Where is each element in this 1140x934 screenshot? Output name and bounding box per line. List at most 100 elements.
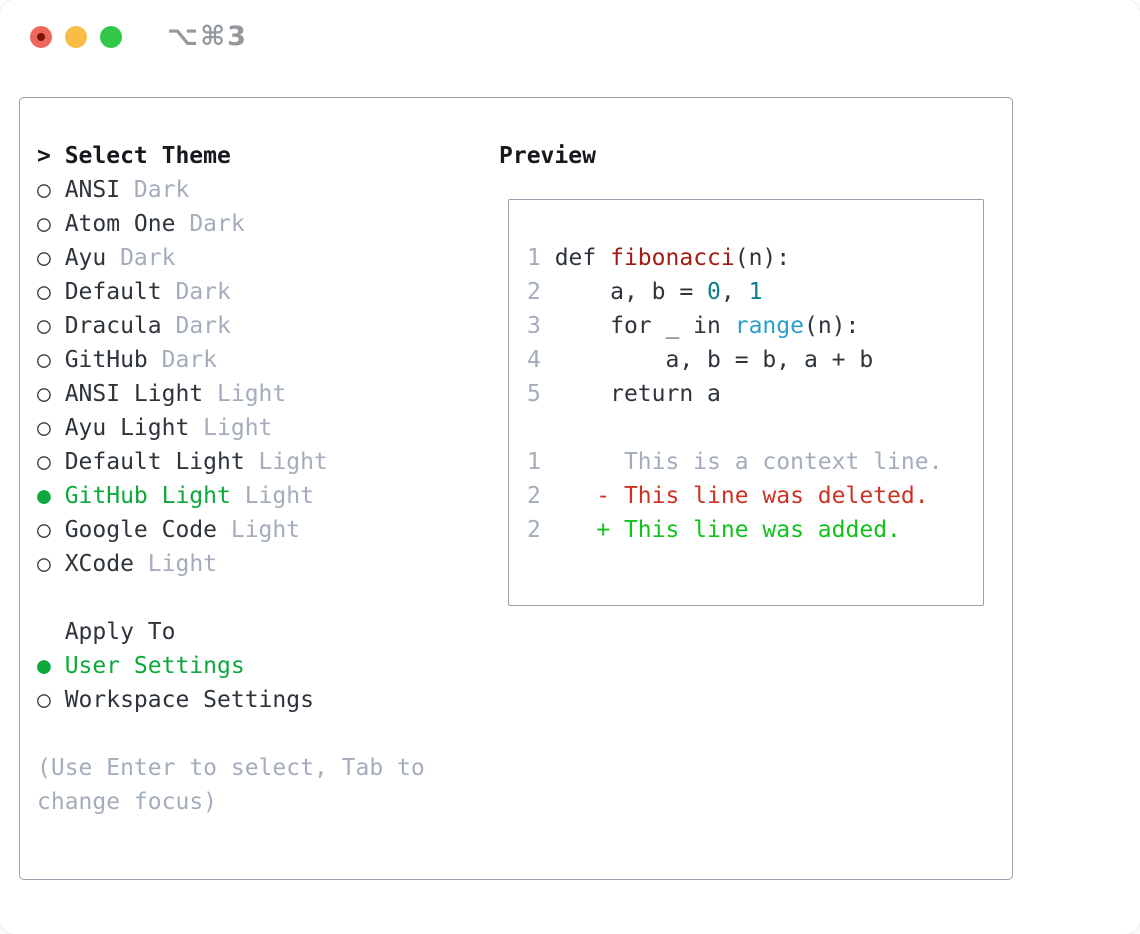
line-number: 2	[527, 517, 541, 543]
hint-text-line-2: change focus)	[37, 789, 218, 815]
spacer	[37, 717, 499, 751]
theme-variant: Light	[217, 381, 287, 407]
theme-option-default-light[interactable]: ○ Default Light Light	[37, 445, 499, 479]
radio-icon: ○	[37, 687, 51, 713]
theme-variant: Light	[147, 551, 218, 577]
diff-context-line: 1 This is a context line.	[527, 445, 983, 479]
diff-deleted-line: 2 - This line was deleted.	[527, 479, 983, 513]
theme-name: ANSI Light	[64, 381, 204, 407]
code-line-content: def fibonacci(n):	[541, 245, 790, 271]
theme-name: GitHub Light	[64, 483, 231, 509]
radio-selected-icon: ●	[37, 483, 51, 509]
line-number: 1	[527, 245, 541, 271]
code-line: 3 for _ in range(n):	[527, 309, 983, 343]
code-token: def	[540, 245, 611, 271]
radio-icon: ○	[37, 313, 51, 339]
code-token: fibonacci	[610, 245, 735, 271]
line-number: 4	[527, 347, 541, 373]
diff-line-content: This is a context line.	[541, 449, 943, 475]
theme-option-ayu-light[interactable]: ○ Ayu Light Light	[37, 411, 499, 445]
theme-name: Ayu	[64, 245, 107, 271]
theme-option-ansi-dark[interactable]: ○ ANSI Dark	[37, 173, 499, 207]
code-line-content: for _ in range(n):	[541, 313, 860, 339]
line-number: 2	[527, 483, 541, 509]
hint-text-line-1: (Use Enter to select, Tab to	[37, 755, 425, 781]
radio-icon: ○	[37, 517, 51, 543]
code-token: (n):	[803, 313, 860, 339]
code-token: (n):	[734, 245, 791, 271]
code-line: 5 return a	[527, 377, 983, 411]
radio-icon: ○	[37, 415, 51, 441]
preview-heading: Preview	[499, 143, 596, 169]
apply-to-heading-label: Apply To	[64, 619, 176, 645]
radio-icon: ○	[37, 551, 51, 577]
theme-name: ANSI	[64, 177, 121, 203]
theme-name: Default	[64, 279, 162, 305]
prompt-caret-icon: >	[37, 143, 51, 169]
theme-option-atom-one-dark[interactable]: ○ Atom One Dark	[37, 207, 499, 241]
radio-icon: ○	[37, 177, 51, 203]
theme-option-ayu-dark[interactable]: ○ Ayu Dark	[37, 241, 499, 275]
theme-name: Ayu Light	[64, 415, 190, 441]
radio-icon: ○	[37, 245, 51, 271]
radio-icon: ○	[37, 211, 51, 237]
theme-variant: Light	[244, 483, 314, 509]
theme-variant: Light	[258, 449, 328, 475]
code-token: a, b =	[540, 279, 708, 305]
apply-option-label: User Settings	[64, 653, 245, 679]
code-line: 2 a, b = 0, 1	[527, 275, 983, 309]
select-theme-heading-label: Select Theme	[64, 143, 231, 169]
spacer	[527, 411, 983, 445]
theme-option-github-light[interactable]: ● GitHub Light Light	[37, 479, 499, 513]
radio-icon: ○	[37, 381, 51, 407]
theme-variant: Dark	[175, 279, 231, 305]
minimize-button[interactable]	[65, 26, 87, 48]
theme-variant: Light	[203, 415, 273, 441]
code-line-content: return a	[541, 381, 721, 407]
radio-selected-icon: ●	[37, 653, 51, 679]
theme-option-dracula-dark[interactable]: ○ Dracula Dark	[37, 309, 499, 343]
theme-variant: Dark	[161, 347, 218, 373]
code-token: 0	[707, 279, 721, 305]
apply-option-user-settings[interactable]: ● User Settings	[37, 649, 499, 683]
unsaved-changes-dot-icon	[37, 33, 45, 41]
code-token: + This line was added.	[540, 517, 901, 543]
diff-line-content: + This line was added.	[541, 517, 901, 543]
code-token: return a	[540, 381, 721, 407]
code-line-content: a, b = 0, 1	[540, 279, 763, 305]
code-token: This is a context line.	[540, 449, 943, 475]
apply-option-label: Workspace Settings	[64, 687, 314, 713]
select-theme-heading: > Select Theme	[37, 139, 499, 173]
theme-name: Default Light	[64, 449, 245, 475]
theme-variant: Dark	[133, 177, 190, 203]
close-button[interactable]	[30, 26, 52, 48]
line-number: 5	[527, 381, 541, 407]
theme-option-ansi-light[interactable]: ○ ANSI Light Light	[37, 377, 499, 411]
code-token: 1	[748, 279, 763, 305]
apply-option-workspace-settings[interactable]: ○ Workspace Settings	[37, 683, 499, 717]
theme-name: GitHub	[64, 347, 148, 373]
apply-to-heading: Apply To	[37, 615, 499, 649]
radio-icon: ○	[37, 449, 51, 475]
theme-name: Dracula	[64, 313, 162, 339]
preview-column: Preview 1 def fibonacci(n): 2 a, b = 0, …	[499, 139, 1012, 879]
titlebar: ⌥⌘3	[0, 0, 1140, 75]
code-token: - This line was deleted.	[540, 483, 929, 509]
theme-name: Atom One	[64, 211, 176, 237]
theme-option-default-dark[interactable]: ○ Default Dark	[37, 275, 499, 309]
theme-variant: Dark	[120, 245, 176, 271]
radio-icon: ○	[37, 279, 51, 305]
line-number: 2	[527, 279, 541, 305]
zoom-button[interactable]	[100, 26, 122, 48]
code-token: ,	[720, 279, 749, 305]
code-line-content: a, b = b, a + b	[541, 347, 873, 373]
theme-variant: Dark	[175, 313, 231, 339]
code-token: range	[734, 313, 804, 339]
theme-variant: Dark	[189, 211, 245, 237]
window-title: ⌥⌘3	[167, 21, 248, 52]
